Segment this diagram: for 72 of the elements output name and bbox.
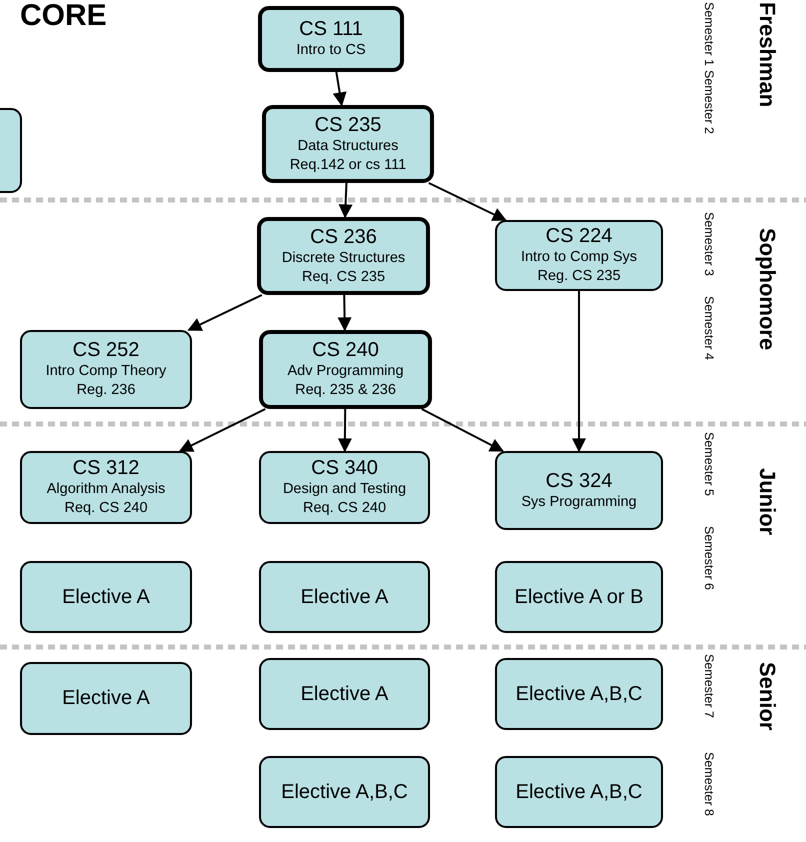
arrow: [572, 291, 586, 452]
course-box: [259, 756, 430, 828]
course-title: Elective A: [300, 682, 388, 706]
year-label: Freshman: [754, 2, 780, 108]
course-box: [495, 561, 663, 633]
course-title: CS 236: [310, 226, 377, 248]
course-box: [495, 220, 663, 291]
course-name: Intro Comp Theory: [46, 362, 166, 381]
prerequisite-note: Req. CS 240: [302, 499, 386, 518]
course-name: Adv Programming: [287, 362, 404, 381]
arrow: [338, 409, 352, 452]
prerequisite-note: Reg. 236: [76, 381, 136, 400]
arrow: [421, 408, 504, 452]
course-box: [257, 217, 430, 295]
course-box: [20, 330, 192, 409]
course-box: [259, 561, 430, 633]
course-box: [258, 6, 404, 72]
semester-label: Semester 7: [702, 654, 716, 718]
course-box: [20, 451, 192, 524]
semester-label: Semester 2: [702, 70, 716, 134]
course-title: CS 235: [314, 114, 382, 136]
course-box: [259, 658, 430, 730]
semester-label: Semester 3: [702, 212, 716, 276]
course-name: Discrete Structures: [282, 248, 406, 268]
course-title: CS 111: [299, 18, 363, 41]
arrow: [428, 182, 507, 221]
arrow: [187, 294, 262, 331]
arrow: [338, 182, 353, 218]
semester-label: Semester 8: [702, 752, 716, 816]
course-name: Data Structures: [298, 136, 398, 156]
year-label: Junior: [754, 468, 780, 536]
course-title: Elective A,B,C: [516, 682, 642, 706]
course-title: CS 312: [72, 457, 140, 480]
course-box: [20, 662, 192, 735]
prerequisite-note: Req.142 or cs 111: [290, 156, 406, 174]
year-label: Sophomore: [754, 228, 780, 350]
course-title: Elective A: [62, 687, 150, 710]
prerequisite-note: Req. CS 235: [302, 268, 386, 286]
arrow: [178, 408, 266, 452]
course-title: CS 240: [312, 339, 379, 362]
course-box: [495, 756, 663, 828]
course-title: Elective A,B,C: [281, 780, 408, 804]
course-title: CS 224: [546, 225, 612, 248]
prerequisite-note: Req. 235 & 236: [295, 381, 396, 400]
course-box: [259, 451, 430, 524]
semester-label: Semester 5: [702, 432, 716, 496]
course-title: Elective A or B: [514, 586, 644, 608]
course-title: Elective A,B,C: [516, 780, 642, 804]
arrow: [332, 72, 347, 106]
course-title: Elective A: [62, 586, 150, 608]
course-title: CS 340: [311, 457, 378, 480]
course-title: Elective A: [300, 586, 388, 608]
arrow: [338, 294, 352, 332]
title: CORE: [20, 0, 107, 32]
semester-label: Semester 6: [702, 526, 716, 590]
prerequisite-note: Req. CS 240: [64, 499, 148, 518]
course-box: [20, 561, 192, 633]
course-box: [495, 451, 663, 530]
course-name: Intro to Comp Sys: [520, 248, 638, 267]
course-name: Design and Testing: [282, 480, 406, 499]
semester-label: Semester 4: [702, 296, 716, 360]
course-name: Sys Programming: [521, 492, 637, 512]
course-name: Intro to CS: [296, 41, 366, 60]
course-title: CS 324: [546, 470, 612, 492]
year-label: Senior: [754, 662, 780, 730]
course-box: [262, 105, 434, 183]
course-title: CS 252: [72, 339, 140, 362]
semester-label: Semester 1: [702, 2, 716, 66]
course-box: [495, 658, 663, 730]
course-box: [259, 330, 432, 409]
course-name: Algorithm Analysis: [46, 480, 166, 499]
prerequisite-note: Reg. CS 235: [537, 267, 621, 286]
